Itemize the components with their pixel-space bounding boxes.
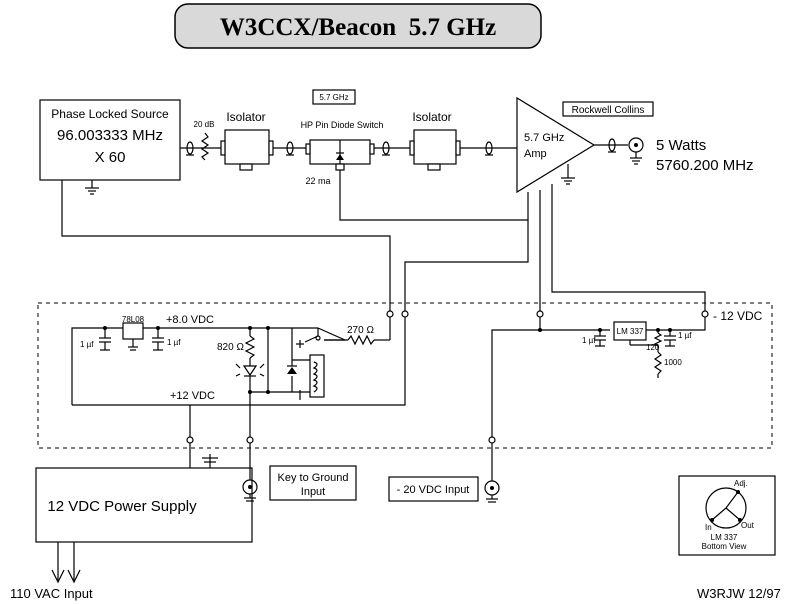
amp-maker-label: Rockwell Collins	[572, 105, 645, 116]
isolator-1-block: Isolator	[220, 110, 274, 171]
source-label-2: 96.003333 MHz	[57, 127, 163, 144]
resistor-1000: 1000	[653, 346, 682, 378]
phase-locked-source-block: Phase Locked Source 96.003333 MHz X 60	[39, 99, 181, 195]
author-label: W3RJW 12/97	[697, 586, 781, 601]
relay-icon	[287, 328, 325, 400]
regulator-78l08: 78L08	[122, 315, 145, 351]
key-input-label-box: Key to Ground Input	[269, 465, 357, 501]
r270-label: 270 Ω	[347, 325, 374, 336]
amp-label-2: Amp	[524, 148, 547, 160]
pinout-title-2: Bottom View	[702, 542, 747, 551]
key-input-jack-icon	[242, 443, 258, 502]
neg20-input-label: - 20 VDC Input	[397, 484, 470, 496]
output-power-label: 5 Watts	[656, 137, 706, 154]
output-freq-label: 5760.200 MHz	[656, 157, 754, 174]
title-box: W3CCX/Beacon 5.7 GHz	[174, 3, 542, 49]
source-label-3: X 60	[95, 149, 126, 166]
switch-current-label: 22 ma	[305, 176, 330, 186]
lm337-regulator: LM 337	[613, 321, 658, 346]
neg20-input-label-box: - 20 VDC Input	[388, 476, 479, 502]
coax-connector-icon	[485, 141, 493, 156]
r1000-label: 1000	[664, 358, 682, 367]
r820-label: 820 Ω	[217, 342, 244, 353]
amplifier-block: 5.7 GHz Amp Rockwell Collins	[516, 96, 654, 194]
v8-label: +8.0 VDC	[166, 314, 214, 326]
output-jack-icon	[628, 137, 644, 165]
capacitor-2: 1 µf	[152, 326, 181, 351]
coax-connector-icon	[286, 141, 294, 156]
key-input-label-1: Key to Ground	[278, 472, 349, 484]
pinout-title-1: LM 337	[711, 533, 738, 542]
isolator-1-label: Isolator	[226, 110, 265, 124]
amp-label-1: 5.7 GHz	[524, 132, 564, 144]
pinout-adj-label: Adj.	[734, 479, 748, 488]
switch-label: HP Pin Diode Switch	[301, 120, 384, 130]
pin-diode-switch-block: 5.7 GHz HP Pin Diode Switch 22 ma	[301, 89, 384, 186]
led-icon	[235, 358, 265, 392]
cap-3-label: 1 µf	[582, 336, 596, 345]
lm337-pinout-box: Adj. In Out LM 337 Bottom View	[678, 475, 776, 556]
psu-label: 12 VDC Power Supply	[47, 498, 197, 515]
ac-input-label: 110 VAC Input	[10, 586, 93, 601]
capacitor-3: 1 µf	[582, 328, 606, 347]
coax-connector-icon	[608, 138, 616, 153]
regulator-label: 78L08	[122, 315, 145, 324]
resistor-120: 120	[646, 328, 663, 352]
attenuator-label: 20 dB	[194, 120, 215, 129]
cap-1-label: 1 µf	[80, 340, 94, 349]
coax-connector-icon	[186, 141, 194, 156]
switch-freq-label: 5.7 GHz	[319, 93, 348, 102]
pinout-in-label: In	[705, 523, 712, 532]
r120-label: 120	[646, 343, 660, 352]
power-supply-block: 12 VDC Power Supply	[35, 443, 253, 584]
isolator-2-block: Isolator	[409, 110, 461, 171]
capacitor-1: 1 µf	[80, 326, 111, 351]
vneg12-label: - 12 VDC	[713, 309, 763, 323]
coax-connector-icon	[382, 141, 390, 156]
key-input-label-2: Input	[301, 486, 325, 498]
diagram-title: W3CCX/Beacon 5.7 GHz	[220, 14, 496, 41]
source-label-1: Phase Locked Source	[51, 107, 169, 121]
pinout-out-label: Out	[741, 521, 755, 530]
resistor-270: 270 Ω	[324, 317, 391, 346]
cap-2-label: 1 µf	[167, 338, 181, 347]
neg20-input-jack-icon	[484, 443, 500, 503]
resistor-820: 820 Ω	[217, 328, 256, 359]
v12-label: +12 VDC	[170, 390, 215, 402]
isolator-2-label: Isolator	[412, 110, 451, 124]
attenuator-20db: 20 dB	[194, 120, 215, 161]
capacitor-4: 1 µf	[664, 328, 692, 347]
cap-4-label: 1 µf	[678, 331, 692, 340]
lm337-label: LM 337	[617, 327, 644, 336]
